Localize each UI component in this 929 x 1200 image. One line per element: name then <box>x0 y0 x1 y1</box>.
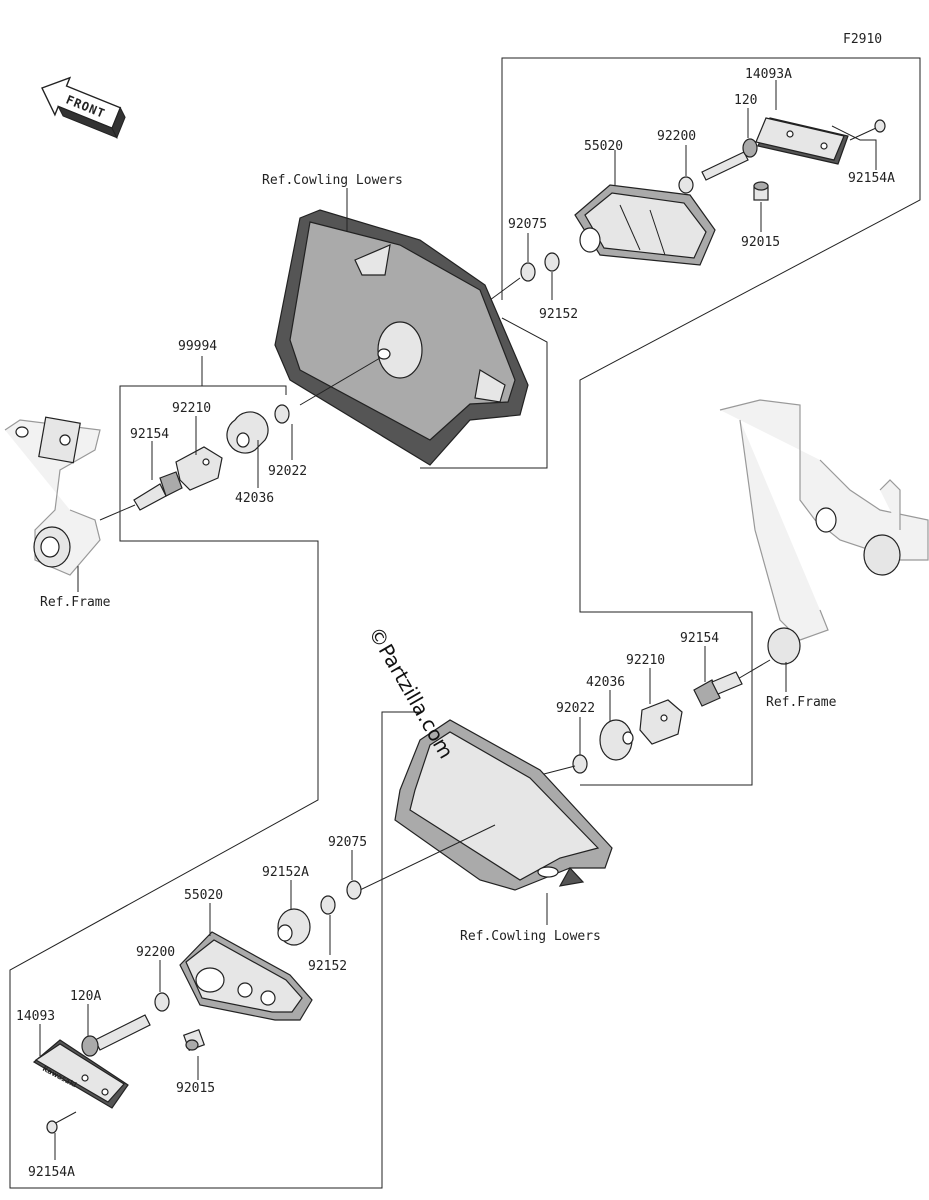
label-120a: 120A <box>70 989 101 1004</box>
washer-92200-upper <box>678 176 694 194</box>
label-92154a-upper: 92154A <box>848 171 895 186</box>
washer-92022-upper <box>274 404 290 424</box>
label-92154-upper: 92154 <box>130 427 169 442</box>
spacer-42036-lower <box>599 719 634 761</box>
label-92075-lower: 92075 <box>328 835 367 850</box>
label-42036-lower: 42036 <box>586 675 625 690</box>
washer-92200-lower <box>154 992 170 1012</box>
label-55020-upper: 55020 <box>584 139 623 154</box>
label-55020-lower: 55020 <box>184 888 223 903</box>
label-42036-upper: 42036 <box>235 491 274 506</box>
bolt-92154a-lower <box>46 1111 77 1134</box>
kit-boundary-center <box>420 317 548 469</box>
bolt-92154-upper <box>133 471 183 511</box>
collar-92015-lower <box>182 1028 206 1052</box>
label-92152-lower: 92152 <box>308 959 347 974</box>
label-92210-lower: 92210 <box>626 653 665 668</box>
slider-55020-upper <box>574 184 716 266</box>
label-92015-upper: 92015 <box>741 235 780 250</box>
collar-92152a-lower <box>277 908 311 946</box>
cowling-lower-lower <box>394 719 613 891</box>
label-ref-frame-left: Ref.Frame <box>40 595 111 610</box>
washer-92152-upper <box>544 252 560 272</box>
washer-92022-lower <box>572 754 588 774</box>
label-99994: 99994 <box>178 339 217 354</box>
label-92075-upper: 92075 <box>508 217 547 232</box>
frame-right <box>719 399 929 665</box>
label-ref-frame-right: Ref.Frame <box>766 695 837 710</box>
label-92022-lower: 92022 <box>556 701 595 716</box>
collar-92015-upper <box>753 181 769 201</box>
label-92210-upper: 92210 <box>172 401 211 416</box>
label-92154-lower: 92154 <box>680 631 719 646</box>
figure-code: F2910 <box>843 32 882 47</box>
watermark: ©Partzilla.com <box>364 623 459 763</box>
label-14093a: 14093A <box>745 67 792 82</box>
bolt-120a <box>81 1014 151 1057</box>
front-arrow-icon: FRONT <box>41 76 126 139</box>
label-ref-cowling-upper: Ref.Cowling Lowers <box>262 173 403 188</box>
label-92022-upper: 92022 <box>268 464 307 479</box>
label-92015-lower: 92015 <box>176 1081 215 1096</box>
bolt-120 <box>701 138 758 181</box>
label-92152-upper: 92152 <box>539 307 578 322</box>
damper-92210-lower <box>639 699 683 745</box>
washer-92152-lower <box>320 895 336 915</box>
washer-92075-upper <box>520 262 536 282</box>
bolt-92154-lower <box>693 671 743 707</box>
label-92154a-lower: 92154A <box>28 1165 75 1180</box>
kit-boundary-upper-left <box>119 385 287 530</box>
label-92200-lower: 92200 <box>136 945 175 960</box>
frame-left <box>4 416 101 576</box>
plate-14093a <box>755 117 849 165</box>
bolt-92154a-upper <box>849 119 886 141</box>
washer-92075-lower <box>346 880 362 900</box>
label-120: 120 <box>734 93 757 108</box>
plate-14093: Kawasaki <box>32 1039 129 1109</box>
leader-lines <box>39 80 877 1160</box>
damper-92210-upper <box>175 446 223 491</box>
kit-boundary-lower-left <box>9 530 422 1189</box>
cowling-lower-upper <box>274 209 529 466</box>
label-ref-cowling-lower: Ref.Cowling Lowers <box>460 929 601 944</box>
slider-55020-lower <box>179 931 313 1021</box>
label-14093: 14093 <box>16 1009 55 1024</box>
spacer-42036-upper <box>226 411 269 454</box>
label-92152a-lower: 92152A <box>262 865 309 880</box>
kit-boundary-upper-right <box>501 57 921 786</box>
label-92200-upper: 92200 <box>657 129 696 144</box>
